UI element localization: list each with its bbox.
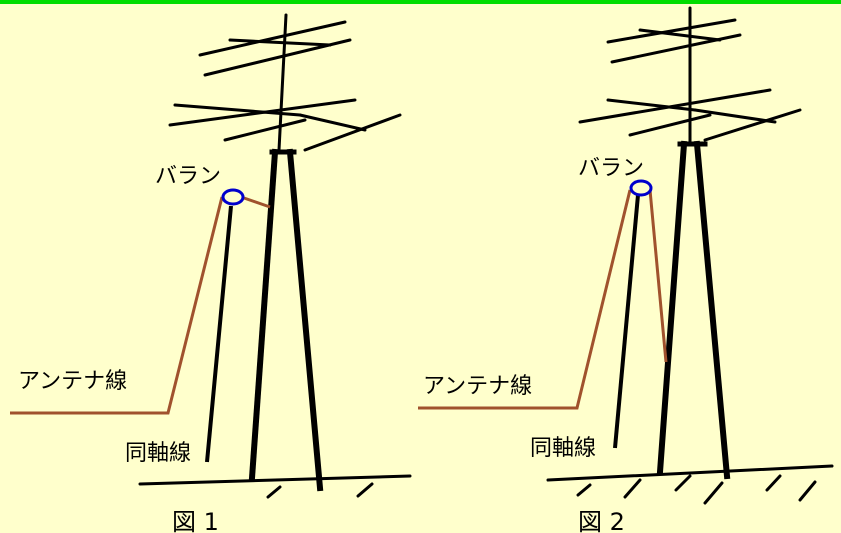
antenna-wire-1b [243,196,271,209]
antenna-wire-1 [10,196,224,415]
yagi-antenna-1 [168,13,402,152]
tower-2 [656,140,731,480]
antenna-wire-2b [648,189,668,363]
ground-2 [546,464,834,505]
ground-1 [138,474,412,499]
figure-caption-1: 図 1 [172,508,219,533]
figure-2: バラン アンテナ線 同軸線 図 2 [418,6,834,533]
coax-label-2: 同軸線 [530,436,596,461]
figure-1: バラン アンテナ線 同軸線 図 1 [10,13,412,533]
yagi-antenna-2 [578,6,802,144]
antenna-wire-label-2: アンテナ線 [423,374,532,399]
antenna-wire-2 [418,189,632,410]
coax-line-2 [613,194,640,449]
balun-2 [629,179,653,197]
balun-label-1: バラン [155,164,221,189]
top-border [0,0,841,4]
balun-label-2: バラン [578,156,644,181]
coax-label-1: 同軸線 [125,441,191,466]
balun-1 [221,188,245,206]
antenna-wire-label-1: アンテナ線 [18,369,127,394]
tower-1 [248,148,324,492]
coax-line-1 [205,205,233,463]
figure-caption-2: 図 2 [578,508,625,533]
